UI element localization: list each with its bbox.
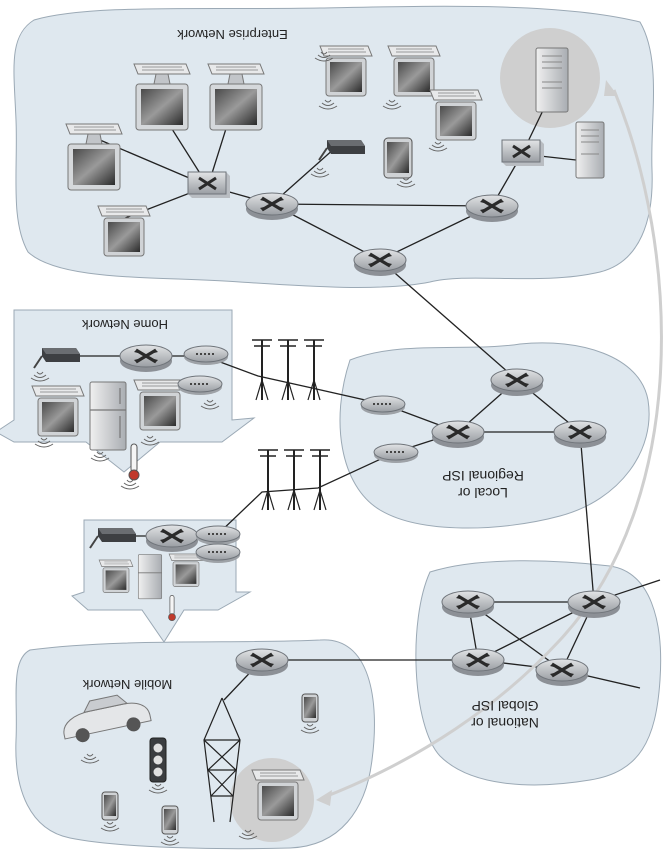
router-icon (352, 247, 408, 278)
router-icon (534, 657, 590, 688)
wifi-access-point-icon (177, 375, 223, 396)
router-icon (244, 191, 300, 222)
traffic-light-icon (149, 737, 167, 783)
mobile-network-region (15, 639, 375, 850)
arrow-head-top (604, 80, 618, 96)
router-icon (144, 523, 200, 554)
desktop-computer-icon (65, 123, 123, 191)
local-isp-label-line: Regional ISP (442, 468, 524, 484)
global-isp-label-line: Global ISP (471, 698, 539, 714)
router-icon (450, 647, 506, 678)
cell-tower-icon (277, 339, 299, 401)
tablet-icon (383, 137, 413, 179)
laptop-icon (168, 553, 204, 587)
local-isp-label-line: Local or (458, 485, 508, 501)
laptop-icon (387, 45, 441, 97)
national-global-isp-label: National or Global ISP (460, 697, 550, 731)
wireless-signal-icon (120, 479, 140, 490)
smartphone-icon (301, 693, 319, 723)
desktop-computer-icon (207, 63, 265, 131)
cell-tower-icon (309, 449, 331, 511)
router-icon (440, 589, 496, 620)
home-network-label: Home Network (82, 317, 168, 332)
laptop-icon (97, 205, 151, 257)
server-icon (575, 121, 605, 179)
smartphone-icon (101, 791, 119, 821)
router-icon (489, 367, 545, 398)
router-icon (118, 343, 174, 374)
laptop-icon (319, 45, 373, 97)
router-icon (552, 419, 608, 450)
thermometer-icon (168, 595, 176, 621)
car-icon (63, 694, 152, 743)
router-icon (430, 419, 486, 450)
cell-tower-icon (257, 449, 279, 511)
laptop-icon (31, 385, 85, 437)
desktop-computer-icon (133, 63, 191, 131)
laptop-icon (429, 89, 483, 141)
router-icon (234, 647, 290, 678)
local-isp-region (339, 342, 650, 529)
local-regional-isp-label: Local or Regional ISP (428, 467, 538, 501)
refrigerator-icon (137, 554, 163, 600)
wifi-access-point-icon (183, 345, 229, 366)
thermometer-icon (128, 443, 140, 481)
cell-tower-icon (203, 697, 241, 823)
laptop-icon (98, 559, 134, 593)
router-icon (464, 193, 520, 224)
cell-tower-icon (251, 339, 273, 401)
server-icon (535, 47, 569, 113)
router-icon (566, 589, 622, 620)
wifi-access-point-icon (360, 395, 406, 416)
laptop-icon (251, 769, 305, 821)
smartphone-icon (161, 805, 179, 835)
mobile-network-label: Mobile Network (82, 677, 173, 692)
global-isp-label-line: National or (471, 715, 539, 731)
refrigerator-icon (89, 381, 127, 451)
cell-tower-icon (303, 339, 325, 401)
wifi-access-point-icon (195, 525, 241, 546)
wifi-access-point-icon (195, 543, 241, 564)
cell-tower-icon (283, 449, 305, 511)
enterprise-network-label: Enterprise Network (177, 27, 288, 42)
wifi-access-point-icon (373, 443, 419, 464)
switch-icon (186, 170, 232, 200)
switch-icon (500, 138, 546, 168)
arrow-head-bottom (316, 790, 332, 806)
